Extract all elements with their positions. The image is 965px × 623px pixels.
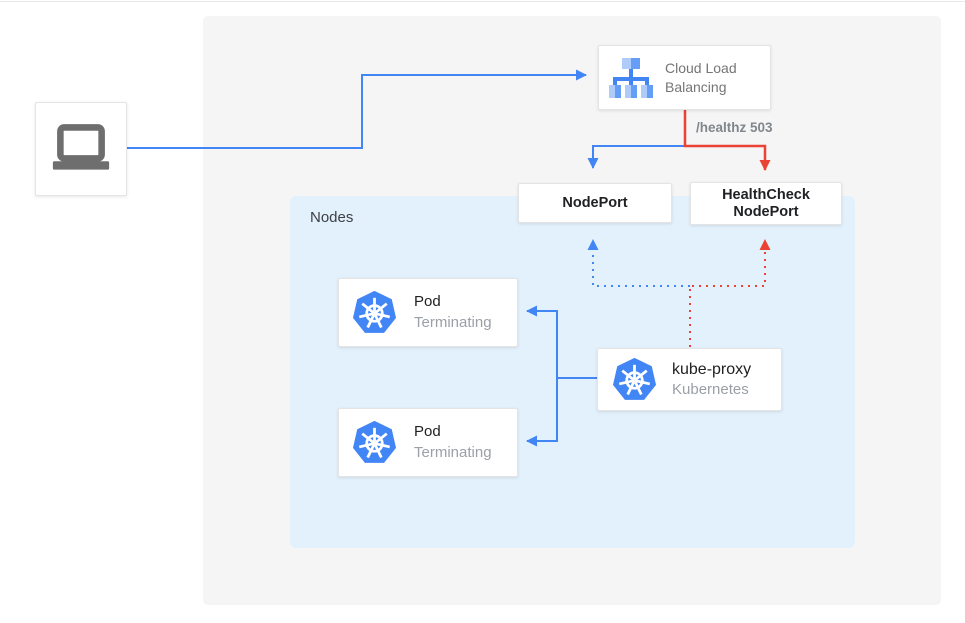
pod-title: Pod [414,293,441,311]
healthcheck-nodeport-node: HealthCheck NodePort [690,182,842,225]
healthcheck-nodeport-label: HealthCheck NodePort [722,186,810,220]
pod-status: Terminating [414,443,492,461]
kube-proxy-node: kube-proxy Kubernetes [597,348,782,411]
nodes-label: Nodes [310,209,354,226]
cloud-load-balancing-icon [609,57,653,98]
healthz-edge-label: /healthz 503 [696,120,773,135]
pod-node-2: Pod Terminating [338,408,518,477]
nodeport-node: NodePort [518,183,672,223]
kube-proxy-subtitle: Kubernetes [672,381,749,399]
kubernetes-icon [351,290,398,336]
cloud-load-balancing-node: Cloud Load Balancing [598,45,771,110]
cloud-load-balancing-label: Cloud Load Balancing [665,59,737,95]
kube-proxy-title: kube-proxy [672,360,752,378]
pod-title: Pod [414,423,441,441]
pod-node-1: Pod Terminating [338,278,518,347]
nodeport-label: NodePort [562,194,628,211]
top-divider [0,1,965,2]
laptop-icon [51,124,111,174]
client-node [35,102,127,196]
pod-status: Terminating [414,313,492,331]
kubernetes-icon [611,357,658,403]
kubernetes-icon [351,420,398,466]
